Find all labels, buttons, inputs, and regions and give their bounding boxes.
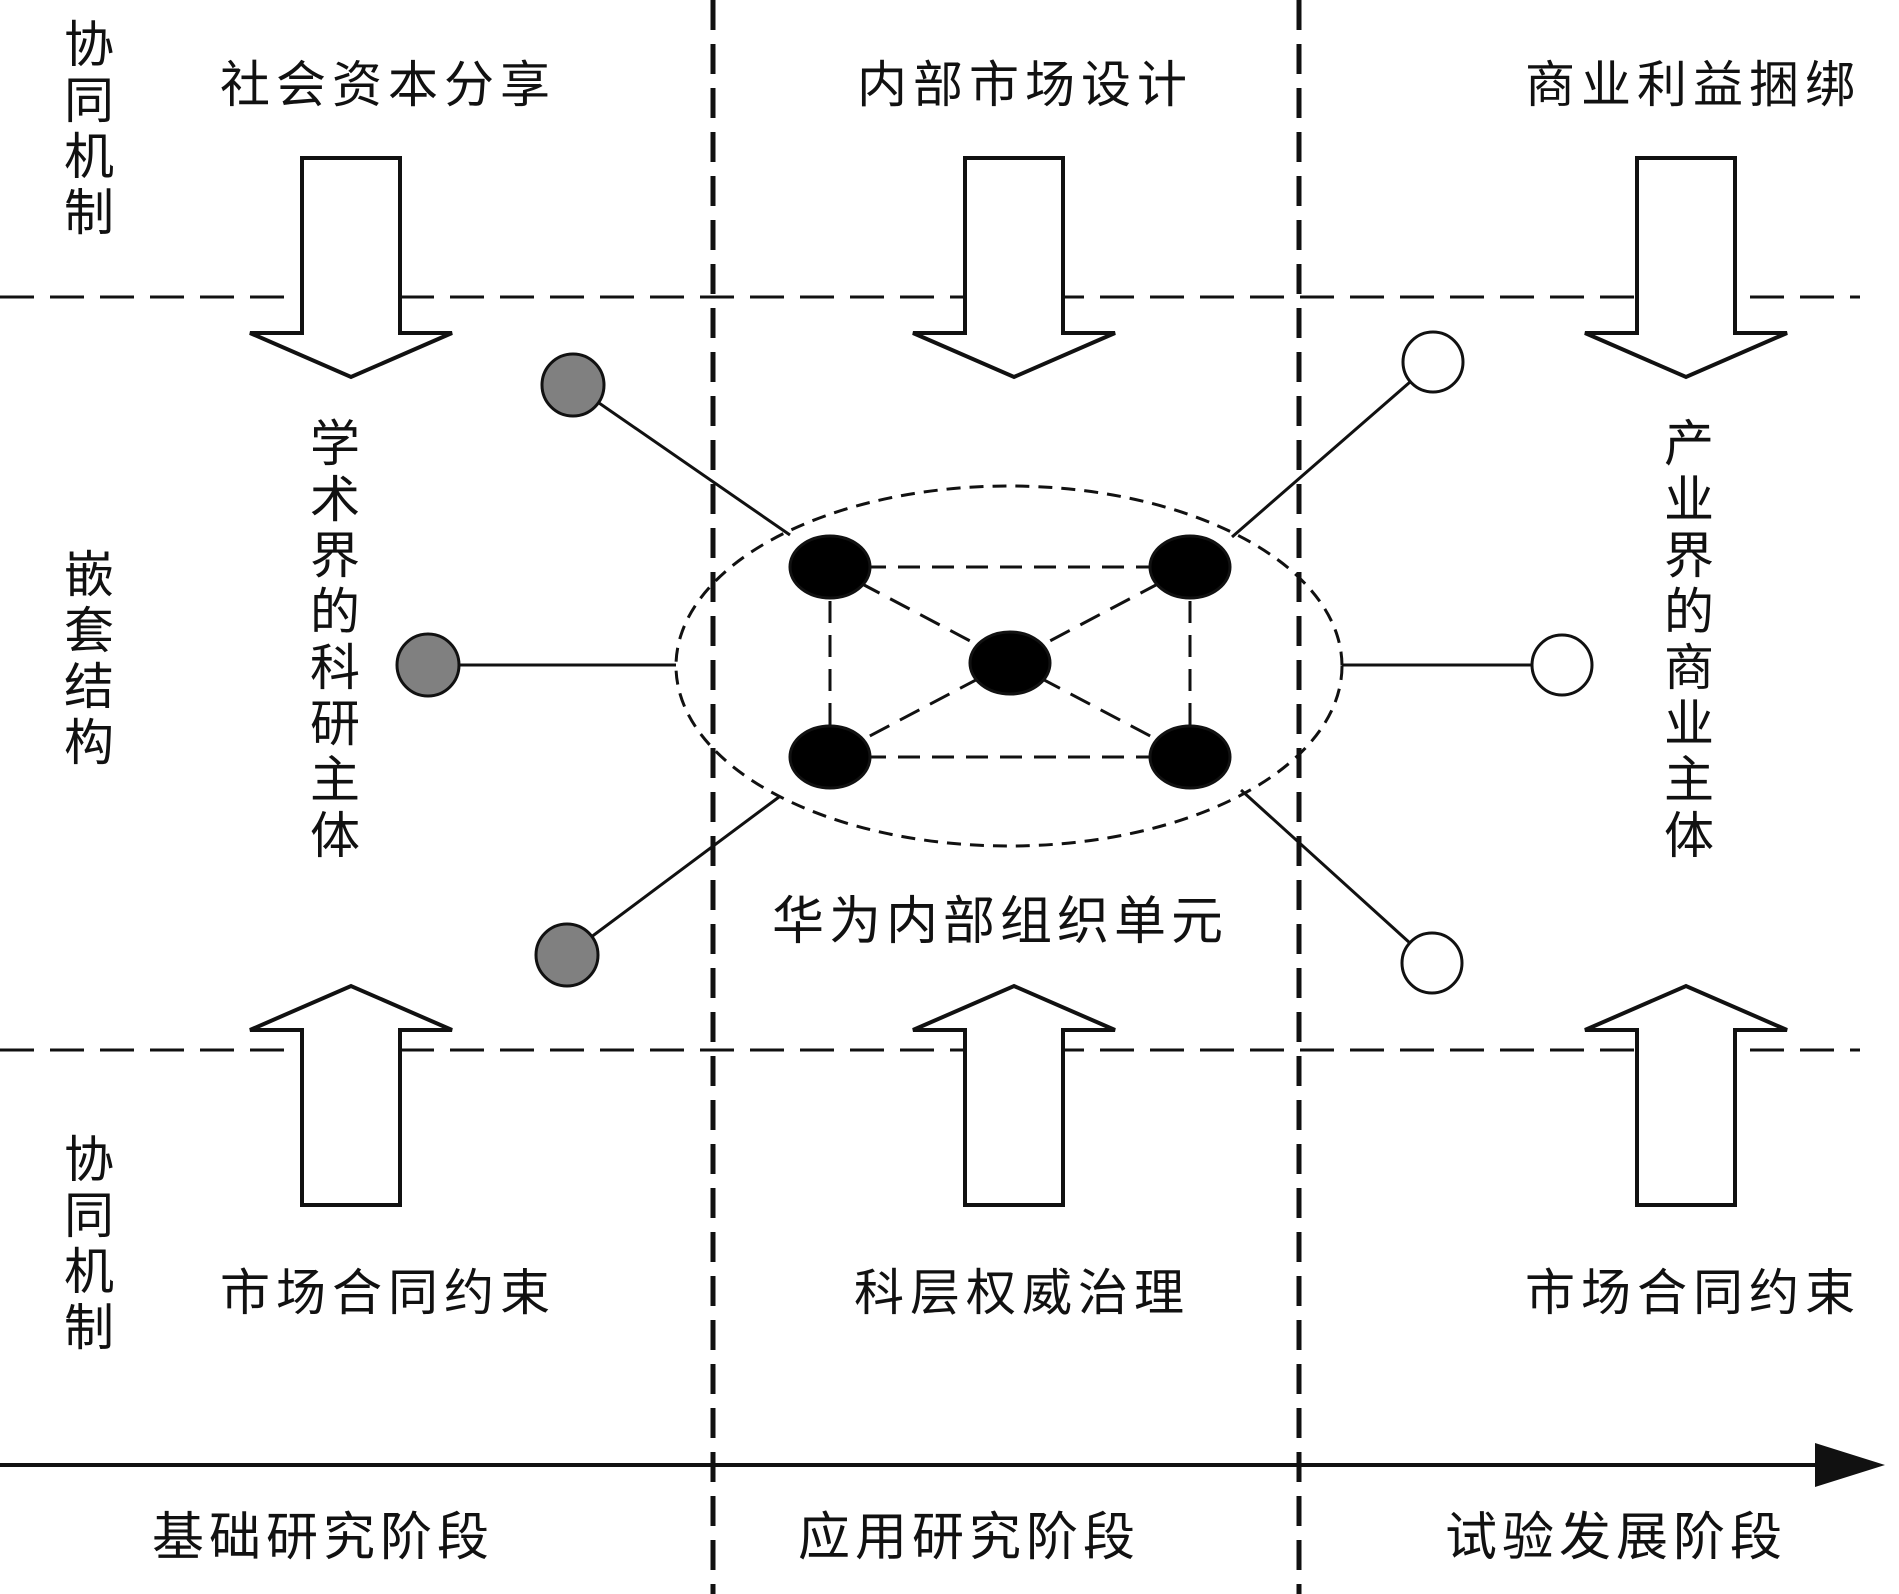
left-label-top: 协同机制 [56,18,114,242]
huawei-node [788,534,872,600]
bottom-mechanism-2: 科层权威治理 [854,1264,1190,1322]
top-mechanism-3: 商业利益捆绑 [1525,56,1861,114]
huawei-unit-label: 华为内部组织单元 [772,892,1229,952]
academia-label: 学术界的科研主体 [302,417,360,865]
industry-node [1401,330,1465,394]
huawei-node [1148,724,1232,790]
huawei-boundary [674,484,1344,848]
phase-label-applied: 应用研究阶段 [798,1508,1141,1568]
academia-node [540,352,606,418]
up-arrow-3 [1584,983,1788,1207]
left-label-middle: 嵌套结构 [56,548,114,772]
link-industry-bottom [1239,788,1434,965]
academia-node [534,922,600,988]
up-arrow-2 [912,983,1116,1207]
down-arrow-2 [912,156,1116,380]
bottom-mechanism-3: 市场合同约束 [1525,1264,1861,1322]
bottom-mechanism-1: 市场合同约束 [220,1264,556,1322]
huawei-node [1148,534,1232,600]
top-mechanism-1: 社会资本分享 [220,56,556,114]
up-arrow-1 [249,983,453,1207]
huawei-node [788,724,872,790]
down-arrow-3 [1584,156,1788,380]
huawei-node [968,630,1052,696]
link-academia-top [572,383,791,537]
link-academia-bottom [566,795,780,957]
left-label-bottom: 协同机制 [56,1133,114,1357]
timeline-arrowhead [1815,1443,1885,1487]
industry-label: 产业界的商业主体 [1656,417,1714,865]
industry-node [1400,931,1464,995]
academia-node [395,632,461,698]
industry-node [1530,633,1594,697]
phase-label-experimental: 试验发展阶段 [1445,1508,1788,1568]
phase-label-basic: 基础研究阶段 [152,1508,495,1568]
top-mechanism-2: 内部市场设计 [857,56,1193,114]
down-arrow-1 [249,156,453,380]
link-industry-top [1231,360,1434,539]
